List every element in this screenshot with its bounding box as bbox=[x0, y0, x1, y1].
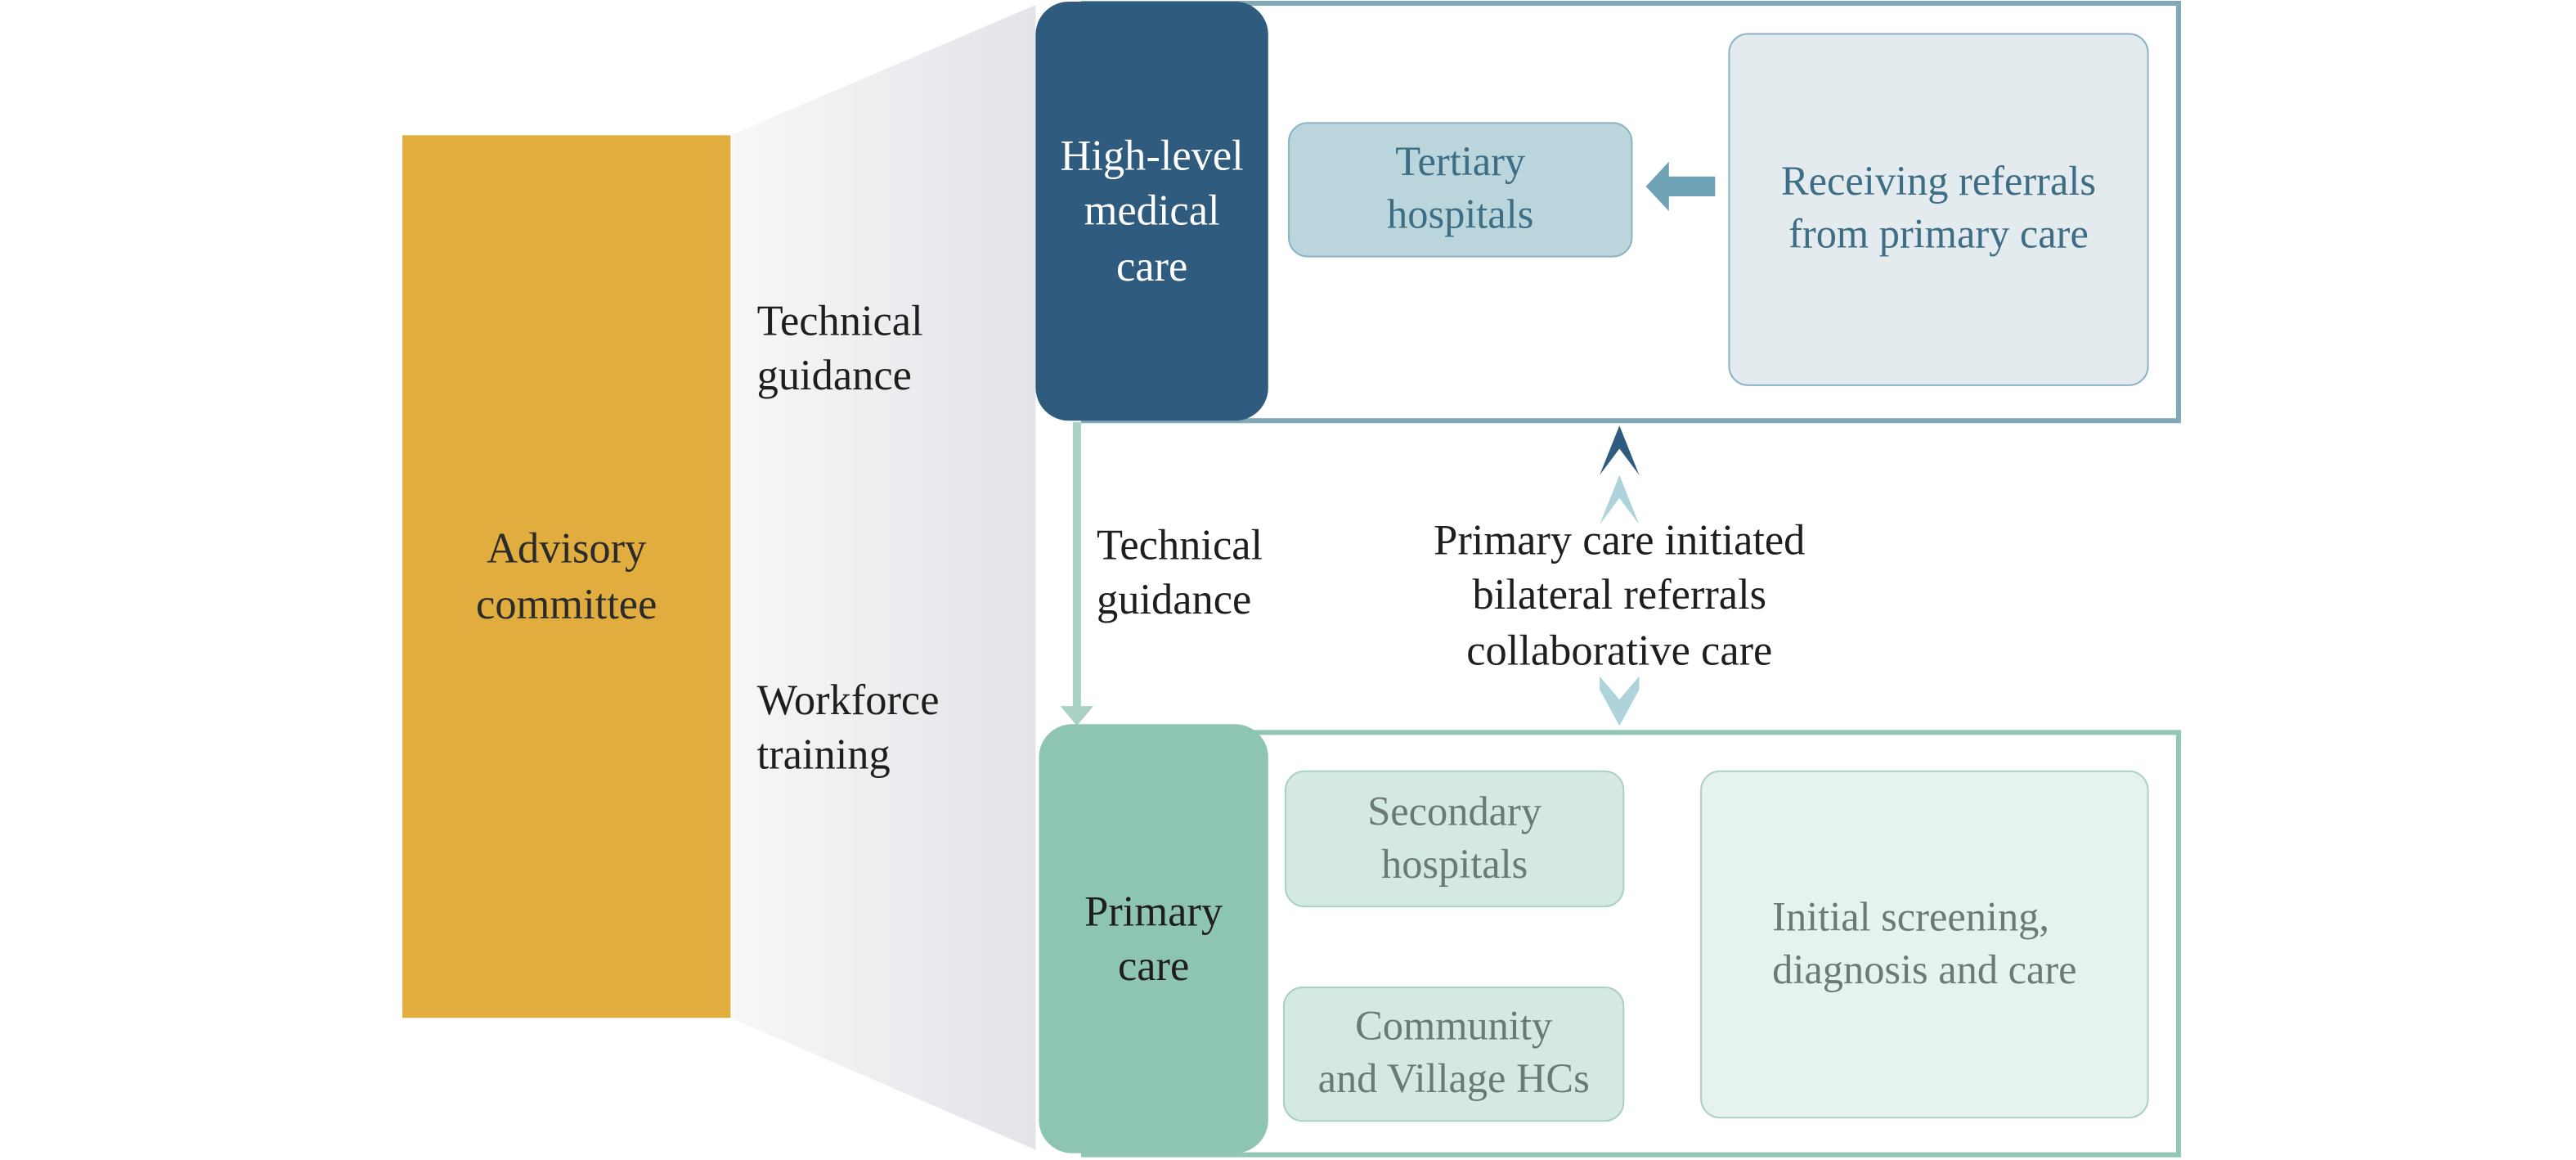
advisory-committee-box: Advisory committee bbox=[402, 135, 731, 1018]
chevron-down-light-icon bbox=[1600, 676, 1640, 726]
tertiary-hospitals-label: Tertiary hospitals bbox=[1387, 140, 1534, 238]
initial-screening-label: Initial screening, diagnosis and care bbox=[1772, 895, 2077, 992]
initial-screening-box: Initial screening, diagnosis and care bbox=[1700, 770, 2149, 1119]
workforce-training-label: Workforce training bbox=[756, 676, 940, 780]
receiving-referrals-label: Receiving referrals from primary care bbox=[1781, 160, 2096, 258]
high-level-care-label: High-level medical care bbox=[1060, 132, 1244, 290]
guidance-fan bbox=[730, 5, 1036, 1150]
community-village-box: Community and Village HCs bbox=[1282, 986, 1625, 1122]
chevron-up-dark-icon bbox=[1600, 425, 1640, 475]
primary-care-box: Primary care bbox=[1039, 724, 1268, 1153]
primary-care-label: Primary care bbox=[1084, 887, 1223, 990]
high-level-care-box: High-level medical care bbox=[1035, 2, 1268, 421]
bilateral-referral-label: Primary care initiated bilateral referra… bbox=[1434, 516, 1806, 674]
advisory-committee-label: Advisory committee bbox=[476, 524, 657, 628]
tertiary-hospitals-box: Tertiary hospitals bbox=[1287, 122, 1633, 258]
secondary-hospitals-box: Secondary hospitals bbox=[1284, 770, 1625, 908]
community-village-label: Community and Village HCs bbox=[1317, 1005, 1590, 1103]
technical-guidance-label-2: Technical guidance bbox=[1097, 521, 1263, 624]
technical-guidance-label-1: Technical guidance bbox=[756, 296, 923, 400]
guidance-arrow-head bbox=[1060, 706, 1094, 726]
receiving-referrals-box: Receiving referrals from primary care bbox=[1728, 33, 2149, 386]
chevron-up-light-icon bbox=[1600, 474, 1640, 525]
left-arrow bbox=[1645, 161, 1716, 212]
secondary-hospitals-label: Secondary hospitals bbox=[1367, 789, 1542, 887]
